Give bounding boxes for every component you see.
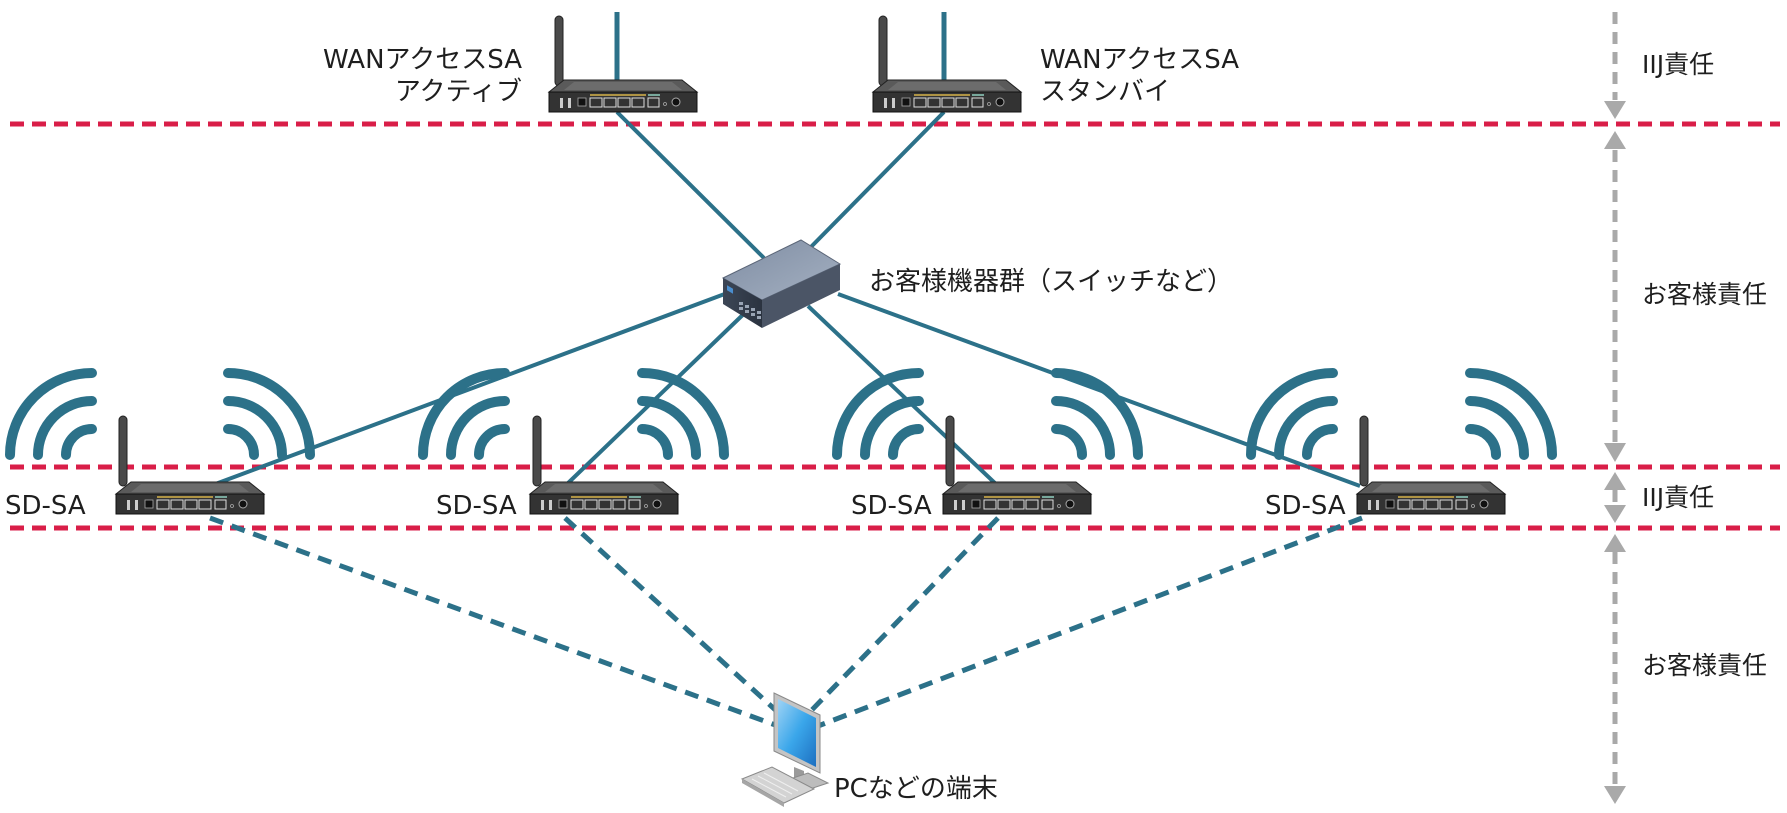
switch-icon: [721, 239, 842, 328]
wifi-waves-3: [837, 373, 1138, 455]
link-wan-active-switch: [615, 110, 766, 260]
responsibility-label-terminal: お客様責任: [1642, 651, 1768, 680]
wifi-waves-4: [1251, 373, 1552, 455]
sdsa-label-4: SD-SA: [1265, 491, 1346, 521]
wifi-waves-1: [10, 373, 310, 455]
arrow-down-icon: [1604, 443, 1626, 462]
arrow-down-icon: [1604, 505, 1626, 523]
arrow-down-icon: [1604, 101, 1626, 119]
wlink-sdsa-4-pc: [817, 515, 1363, 729]
link-switch-sdsa-1: [209, 290, 731, 488]
wan-active-label: WANアクセスSA アクティブ: [280, 44, 522, 108]
responsibility-label-wan: IIJ責任: [1642, 50, 1715, 79]
link-wan-standby-switch: [802, 110, 946, 256]
wan-standby-label-line2: スタンバイ: [1040, 77, 1171, 107]
wlink-sdsa-1-pc: [209, 515, 779, 729]
arrow-up-icon: [1604, 472, 1626, 490]
wlink-sdsa-2-pc: [563, 516, 784, 718]
sdsa-label-2: SD-SA: [436, 491, 517, 521]
arrow-up-icon: [1604, 534, 1626, 552]
wifi-waves-2: [423, 373, 724, 455]
router-icon: [872, 15, 1022, 113]
arrow-up-icon: [1604, 131, 1626, 149]
sdsa-label-3: SD-SA: [851, 491, 932, 521]
router-icon: [548, 15, 698, 113]
wan-standby-label-line1: WANアクセスSA: [1040, 45, 1239, 75]
arrow-down-icon: [1604, 786, 1626, 804]
wan-active-label-line2: アクティブ: [394, 77, 522, 107]
responsibility-label-sdsa: IIJ責任: [1642, 483, 1715, 512]
wireless-links: [209, 515, 1363, 729]
link-switch-sdsa-3: [806, 304, 1000, 488]
responsibility-label-lan: お客様責任: [1642, 280, 1768, 309]
responsibility-boundaries: [10, 121, 1780, 531]
wan-standby-label: WANアクセスSA スタンバイ: [1040, 44, 1239, 108]
desktop-pc-icon: [740, 692, 830, 807]
sdsa-label-1: SD-SA: [5, 491, 86, 521]
wan-active-label-line1: WANアクセスSA: [323, 45, 522, 75]
pc-label: PCなどの端末: [834, 774, 998, 804]
wlink-sdsa-3-pc: [804, 516, 1000, 718]
link-switch-sdsa-2: [563, 304, 754, 488]
switch-label: お客様機器群（スイッチなど）: [869, 267, 1234, 297]
arrow-heads: [1604, 101, 1626, 804]
